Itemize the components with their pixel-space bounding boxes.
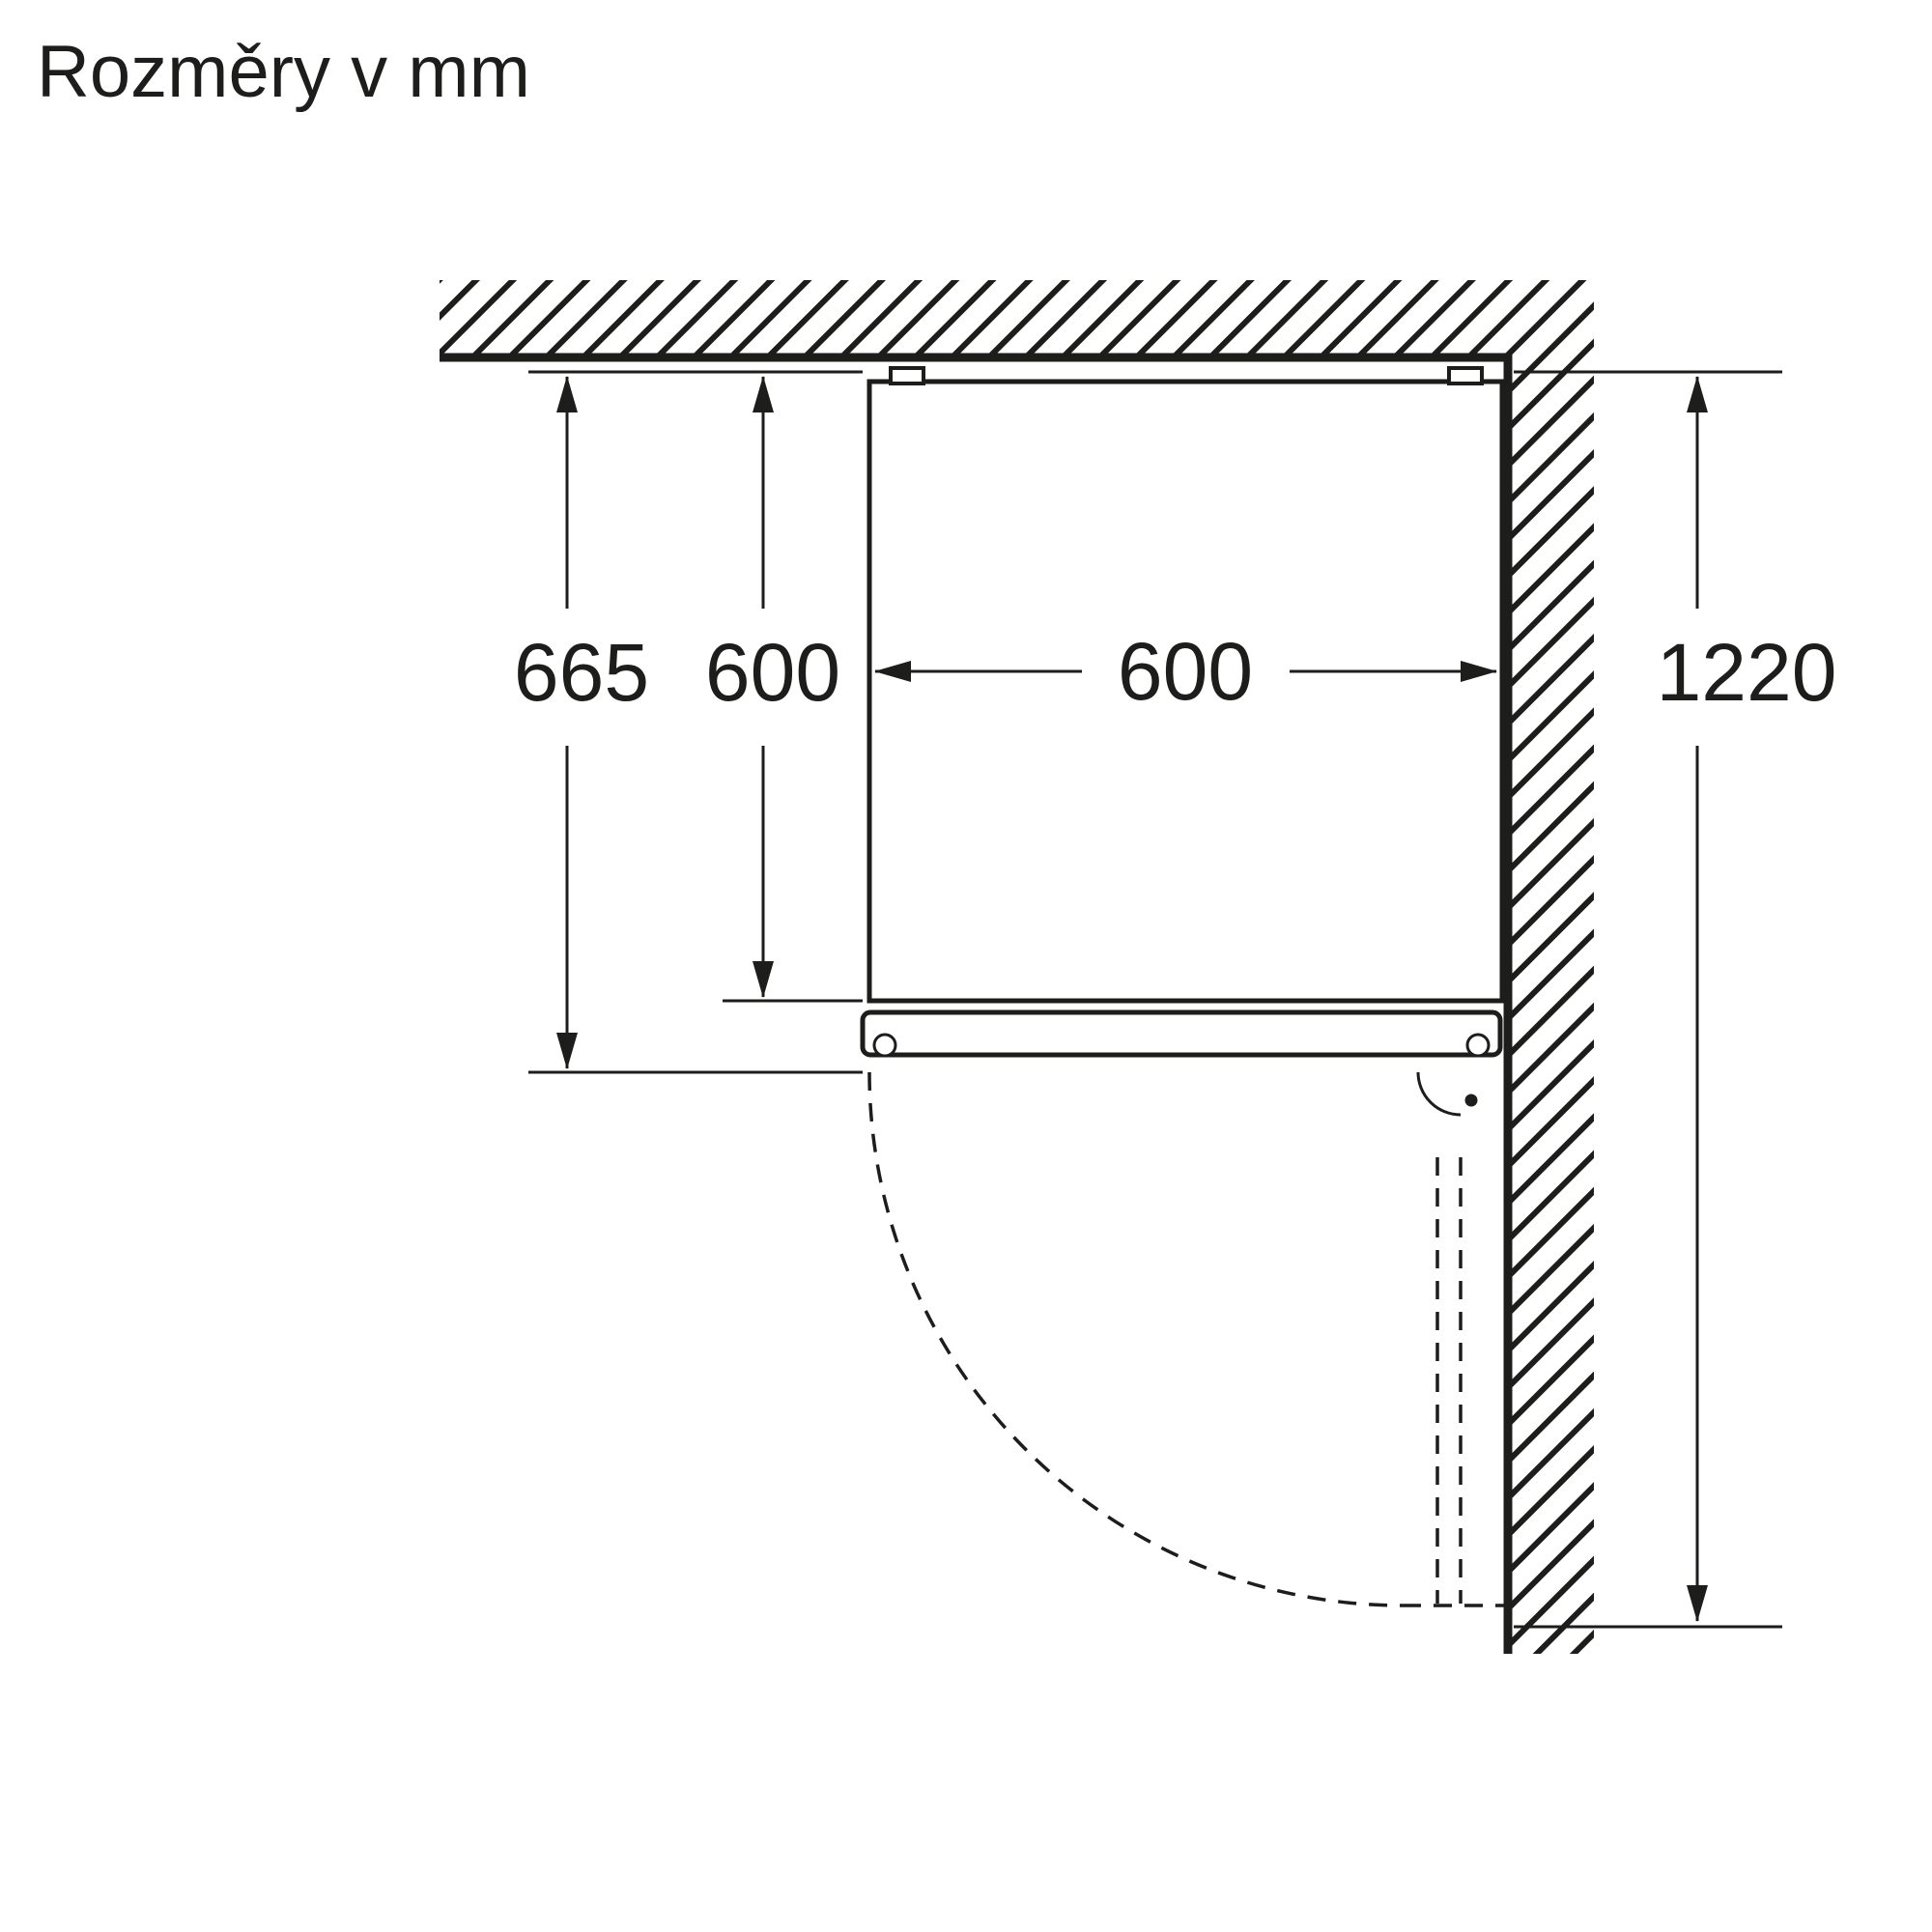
- wall-right: [1503, 354, 1594, 1654]
- door-panel-outline: [860, 1009, 1503, 1058]
- door-end-cap-left: [872, 1033, 897, 1058]
- appliance-cabinet-outline: [867, 379, 1505, 1004]
- wall-top: [440, 280, 1594, 362]
- appliance-door: [860, 1009, 1503, 1058]
- page-title: Rozměry v mm: [37, 31, 530, 113]
- door-swing-arc: [867, 1071, 1404, 1607]
- hinge-tab-left: [889, 366, 925, 385]
- door-swing: [867, 1071, 1506, 1607]
- hinge-pivot-arc: [1416, 1071, 1462, 1117]
- hinge-pivot-dot: [1464, 1094, 1478, 1107]
- dim-label-1220: 1220: [1657, 627, 1837, 718]
- appliance-body: [867, 366, 1505, 1004]
- dim-label-600-width: 600: [1118, 626, 1253, 717]
- wall-right-hatching: [1512, 354, 1594, 1654]
- extension-lines: [528, 370, 1782, 1629]
- hinge-detail: [1416, 1071, 1478, 1117]
- hinge-tab-right: [1447, 366, 1484, 385]
- dimension-width: 600: [874, 626, 1497, 717]
- door-end-cap-right: [1465, 1033, 1491, 1058]
- dimension-depth-total: 665: [514, 376, 649, 1069]
- dim-label-600-depth: 600: [705, 627, 840, 718]
- dimension-side-clearance: 1220: [1657, 376, 1837, 1622]
- dimension-depth-body: 600: [705, 376, 840, 998]
- dim-label-665: 665: [514, 627, 649, 718]
- wall-top-hatching: [440, 280, 1594, 354]
